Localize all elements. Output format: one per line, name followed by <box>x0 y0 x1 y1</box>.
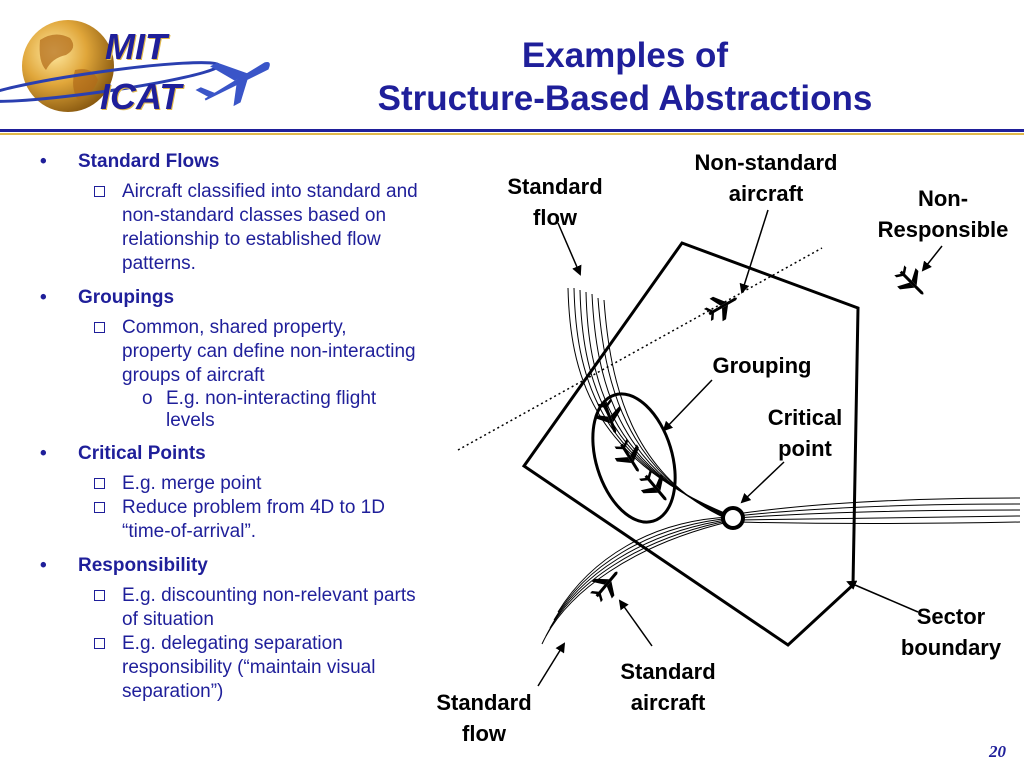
header-rule-accent <box>0 133 1024 135</box>
label-grouping: Grouping <box>712 353 812 378</box>
critical-point-marker <box>721 506 745 530</box>
label-standard-aircraft-line2: aircraft <box>630 690 706 715</box>
label-standard-flow-bottom-line2: flow <box>462 721 506 746</box>
mit-icat-logo: MIT ICAT <box>0 0 290 120</box>
title-line-1: Examples of <box>521 36 729 75</box>
bullet-item: Common, shared property, property can de… <box>38 316 418 388</box>
responsibility-dotted-line <box>457 247 823 451</box>
arrow-grouping <box>662 379 713 432</box>
arrow-critical-point <box>740 461 785 504</box>
bullet-item: Reduce problem from 4D to 1D “time-of-ar… <box>38 496 418 544</box>
title-line-2: Structure-Based Abstractions <box>377 79 873 118</box>
label-standard-flow-top-line1: Standard <box>507 174 603 199</box>
structure-diagram: Standard flow Non-standard aircraft Non-… <box>420 140 1024 750</box>
label-sector-boundary: Sector boundary <box>886 601 1016 663</box>
bullet-item: Aircraft classified into standard and no… <box>38 180 418 276</box>
logo-text-icat: ICAT <box>100 76 182 117</box>
label-non-responsible: Non- Responsible <box>868 183 1018 245</box>
bullet-heading: Standard Flows <box>38 150 418 174</box>
bullet-heading: Groupings <box>38 286 418 310</box>
bullet-heading: Responsibility <box>38 554 418 578</box>
bullet-items: E.g. discounting non-relevant parts of s… <box>38 584 418 704</box>
label-non-responsible-line1: Non- <box>917 186 969 211</box>
label-sector-boundary-line2: boundary <box>900 635 1002 660</box>
standard-flow-top-lines <box>567 287 733 522</box>
globe-airplane-logo-icon <box>0 20 270 112</box>
aircraft-non-standard-icon <box>700 286 744 327</box>
label-standard-aircraft-line1: Standard <box>620 659 716 684</box>
slide-title: Examples of Structure-Based Abstractions <box>300 34 950 120</box>
bullet-items: Aircraft classified into standard and no… <box>38 180 418 276</box>
label-non-standard-aircraft: Non-standard aircraft <box>676 147 856 209</box>
bullet-item: E.g. discounting non-relevant parts of s… <box>38 584 418 632</box>
label-standard-flow-bottom: Standard flow <box>420 687 548 749</box>
diagram-canvas <box>457 209 1021 687</box>
bullet-subitem: E.g. non-interacting flight levels <box>38 388 418 432</box>
sector-boundary-polygon <box>521 241 860 647</box>
label-non-responsible-line2: Responsible <box>877 217 1009 242</box>
header-rule <box>0 129 1024 132</box>
arrow-non-responsible <box>921 245 943 272</box>
label-non-standard-aircraft-line1: Non-standard <box>694 150 838 175</box>
bullet-heading: Critical Points <box>38 442 418 466</box>
label-sector-boundary-line1: Sector <box>916 604 986 629</box>
label-critical-point-line1: Critical <box>767 405 843 430</box>
label-standard-flow-bottom-line1: Standard <box>436 690 532 715</box>
bullet-items: Common, shared property, property can de… <box>38 316 418 432</box>
aircraft-non-responsible-icon <box>890 261 933 304</box>
label-critical-point: Critical point <box>750 402 860 464</box>
arrow-non-standard-aircraft <box>739 209 769 294</box>
standard-flow-bottom-lines <box>541 516 733 645</box>
label-critical-point-line2: point <box>778 436 832 461</box>
arrow-sector-boundary <box>846 580 919 613</box>
page-number: 20 <box>989 742 1006 761</box>
bullet-item: E.g. delegating separation responsibilit… <box>38 632 418 704</box>
arrow-standard-flow-bottom <box>537 642 566 687</box>
label-standard-flow-top-line2: flow <box>533 205 577 230</box>
logo-text-mit: MIT <box>105 26 167 67</box>
label-standard-flow-top: Standard flow <box>490 171 620 233</box>
grouping-ellipse <box>591 392 677 524</box>
label-standard-aircraft: Standard aircraft <box>606 656 730 718</box>
bullet-item: E.g. merge point <box>38 472 418 496</box>
arrow-standard-aircraft <box>618 599 653 647</box>
label-non-standard-aircraft-line2: aircraft <box>728 181 804 206</box>
arrow-standard-flow-top <box>557 222 582 276</box>
merged-flow-lines <box>735 497 1021 524</box>
